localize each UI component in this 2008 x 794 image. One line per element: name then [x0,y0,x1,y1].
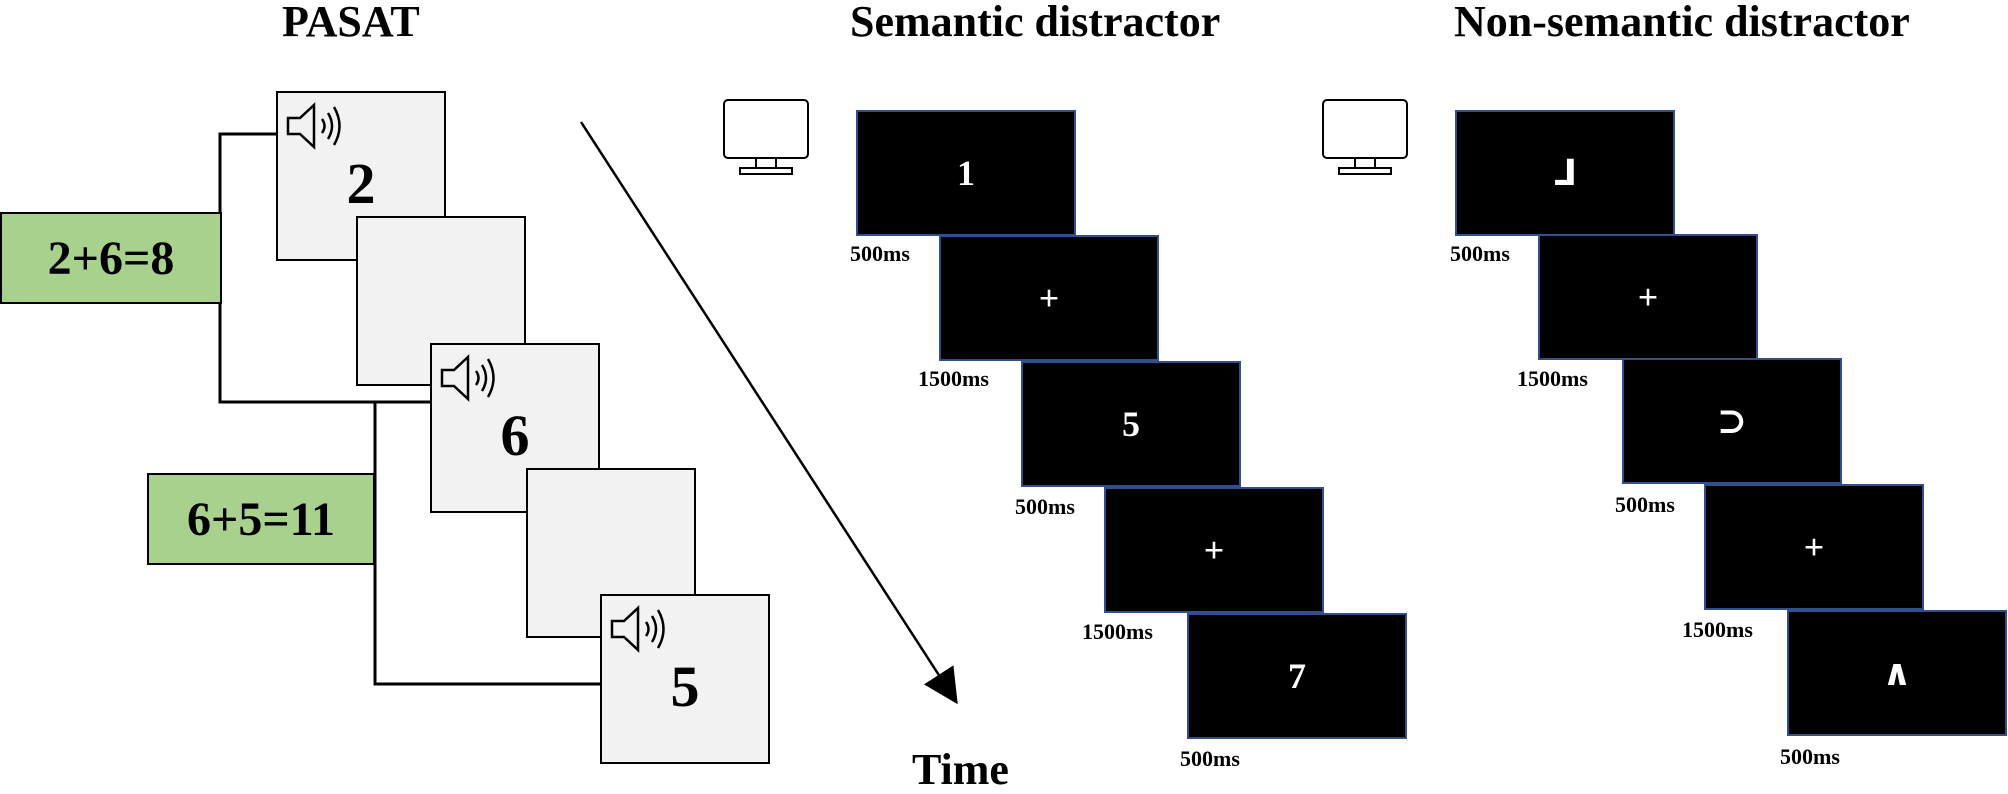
semantic-duration-3: 500ms [1015,494,1075,519]
semantic-duration-4: 1500ms [1082,619,1153,644]
semantic-duration-2: 1500ms [918,366,989,391]
time-arrow [579,121,958,705]
pasat-answer-1: 2+6=8 [0,212,222,304]
semantic-screen-2: + [939,235,1159,361]
non-semantic-duration-2: 1500ms [1517,366,1588,391]
monitor-icon [723,99,809,175]
non-semantic-duration-5: 500ms [1780,744,1840,769]
pasat-answer-2: 6+5=11 [147,473,375,565]
pasat-bracket-2 [373,400,600,686]
speaker-icon [610,605,665,653]
non-semantic-duration-3: 500ms [1615,492,1675,517]
speaker-icon [286,102,341,150]
pasat-digit: 5 [670,654,700,719]
pasat-title: PASAT [282,0,420,46]
non-semantic-screen-1: ⅃ [1455,110,1675,236]
non-semantic-screen-4: + [1704,484,1924,610]
non-semantic-duration-4: 1500ms [1682,617,1753,642]
pasat-digit: 2 [346,151,376,216]
semantic-screen-1: 1 [856,110,1076,236]
non-semantic-screen-2: + [1538,234,1758,360]
speaker-icon [440,354,495,402]
semantic-duration-5: 500ms [1180,746,1240,771]
semantic-screen-5: 7 [1187,613,1407,739]
semantic-duration-1: 500ms [850,241,910,266]
semantic-screen-3: 5 [1021,361,1241,487]
non-semantic-screen-3: ⊃ [1622,358,1842,484]
time-label: Time [912,745,1009,794]
monitor-icon [1322,99,1408,175]
non-semantic-duration-1: 500ms [1450,241,1510,266]
semantic-screen-4: + [1104,487,1324,613]
non-semantic-distractor-title: Non-semantic distractor [1454,0,1910,46]
semantic-distractor-title: Semantic distractor [850,0,1221,46]
pasat-card-5: 5 [600,594,770,764]
pasat-digit: 6 [500,403,530,468]
non-semantic-screen-5: ∧ [1787,610,2007,736]
